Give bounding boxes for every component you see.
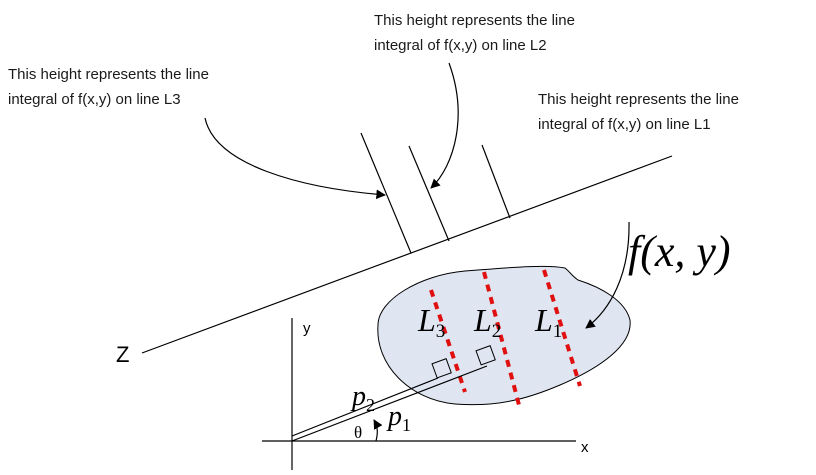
theta-label: θ bbox=[354, 423, 362, 442]
p2-segment bbox=[291, 377, 439, 437]
projection-bar-l1 bbox=[481, 144, 511, 219]
annotation-l2-line1: This height represents the line bbox=[374, 12, 575, 29]
p2-label: p2 bbox=[350, 381, 375, 415]
projection-axis bbox=[141, 155, 673, 354]
theta-arc-arrow bbox=[373, 419, 383, 442]
line-label-l1: L1 bbox=[534, 302, 562, 342]
line-label-l2: L2 bbox=[473, 302, 501, 342]
x-axis-label: x bbox=[581, 439, 589, 456]
integration-line-l2 bbox=[482, 271, 521, 406]
projection-bar-l2 bbox=[408, 145, 450, 242]
y-axis-label: y bbox=[303, 320, 311, 337]
p1-segment bbox=[291, 365, 488, 442]
annotation-l3-line2: integral of f(x,y) on line L3 bbox=[8, 91, 181, 108]
projection-bar-l3 bbox=[360, 132, 412, 254]
callout-arrow-l3 bbox=[204, 117, 386, 200]
z-axis-label: Z bbox=[116, 342, 129, 367]
callout-arrow-l2 bbox=[430, 62, 459, 189]
annotation-l1-line2: integral of f(x,y) on line L1 bbox=[538, 116, 711, 133]
integration-line-l3 bbox=[429, 289, 467, 393]
function-label: f(x, y) bbox=[628, 227, 731, 276]
right-angle-marker-l2 bbox=[475, 345, 496, 366]
annotation-l2-line2: integral of f(x,y) on line L2 bbox=[374, 37, 547, 54]
annotation-l3-line1: This height represents the line bbox=[8, 66, 209, 83]
p1-label: p1 bbox=[386, 401, 411, 435]
annotation-l1-line1: This height represents the line bbox=[538, 91, 739, 108]
right-angle-marker-l3 bbox=[431, 358, 452, 379]
function-callout-arrow bbox=[585, 221, 630, 329]
line-label-l3: L3 bbox=[417, 302, 445, 342]
object-region bbox=[377, 265, 631, 406]
